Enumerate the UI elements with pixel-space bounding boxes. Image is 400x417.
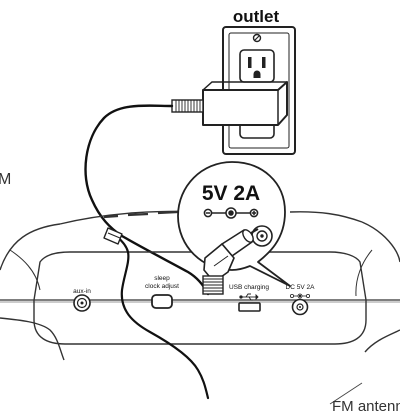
aux-in-jack: [73, 294, 91, 312]
antenna-connector: [103, 227, 123, 245]
aux-in-label: aux-in: [73, 288, 91, 295]
cut-off-label: M: [0, 171, 11, 188]
fm-antenna-label: FM antenna: [332, 398, 400, 415]
sleep-label: sleep: [154, 275, 170, 282]
outlet-label: outlet: [233, 7, 280, 26]
usb-charging-label: USB charging: [229, 284, 269, 291]
sleep-clock-adjust-button[interactable]: [151, 294, 173, 309]
callout-rating: 5V 2A: [202, 182, 260, 205]
usb-charging-port[interactable]: [238, 302, 261, 312]
fm-antenna-wire: [112, 231, 210, 400]
callout-dc-jack: [251, 225, 273, 247]
usb-icon: [239, 293, 259, 301]
clock-adjust-label: clock adjust: [145, 283, 179, 290]
callout-bubble: [177, 161, 291, 287]
dc-in-jack[interactable]: [291, 298, 309, 316]
dc-barrel-plug: [202, 228, 259, 295]
fm-antenna-leader: [329, 382, 363, 405]
power-cord: [84, 104, 210, 296]
power-adapter: [171, 81, 288, 126]
polarity-symbol-icon: [203, 207, 259, 219]
dc-polarity-small-icon: [289, 293, 310, 299]
radio-body: [0, 210, 400, 361]
dc-label: DC 5V 2A: [286, 284, 316, 291]
screw-icon: [252, 33, 262, 43]
